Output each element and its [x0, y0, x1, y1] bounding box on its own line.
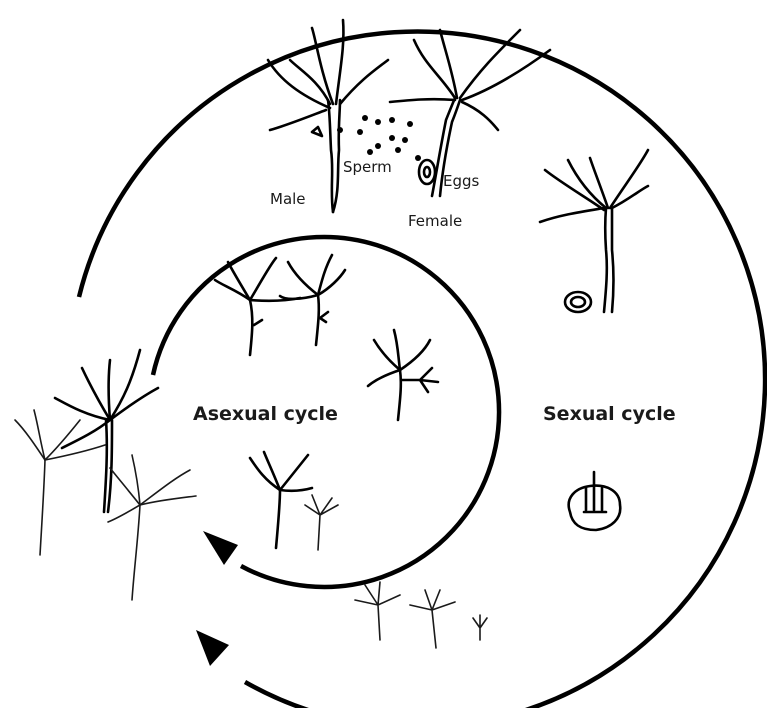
sperm-label: Sperm [343, 158, 392, 176]
sexual-cycle-arrowhead [196, 630, 229, 666]
mature-hydra-front [108, 455, 196, 600]
detaching-bud-hydra [250, 452, 312, 548]
egg-release-hydra [540, 150, 648, 312]
budding-hydra-late [368, 330, 438, 420]
budding-hydra-early [215, 255, 345, 355]
asexual-cycle-label: Asexual cycle [193, 403, 338, 425]
sperm-cells [337, 115, 421, 161]
sexual-cycle-arc [79, 32, 765, 708]
hatchling-polyps [355, 582, 487, 648]
male-label: Male [270, 190, 306, 208]
embryo-cyst [569, 472, 621, 530]
eggs-label: Eggs [443, 172, 479, 190]
new-bud-polyp [305, 495, 338, 550]
male-hydra [268, 20, 388, 212]
sexual-cycle-label: Sexual cycle [543, 403, 676, 425]
female-label: Female [408, 212, 462, 230]
asexual-cycle-arrowhead [203, 531, 238, 565]
